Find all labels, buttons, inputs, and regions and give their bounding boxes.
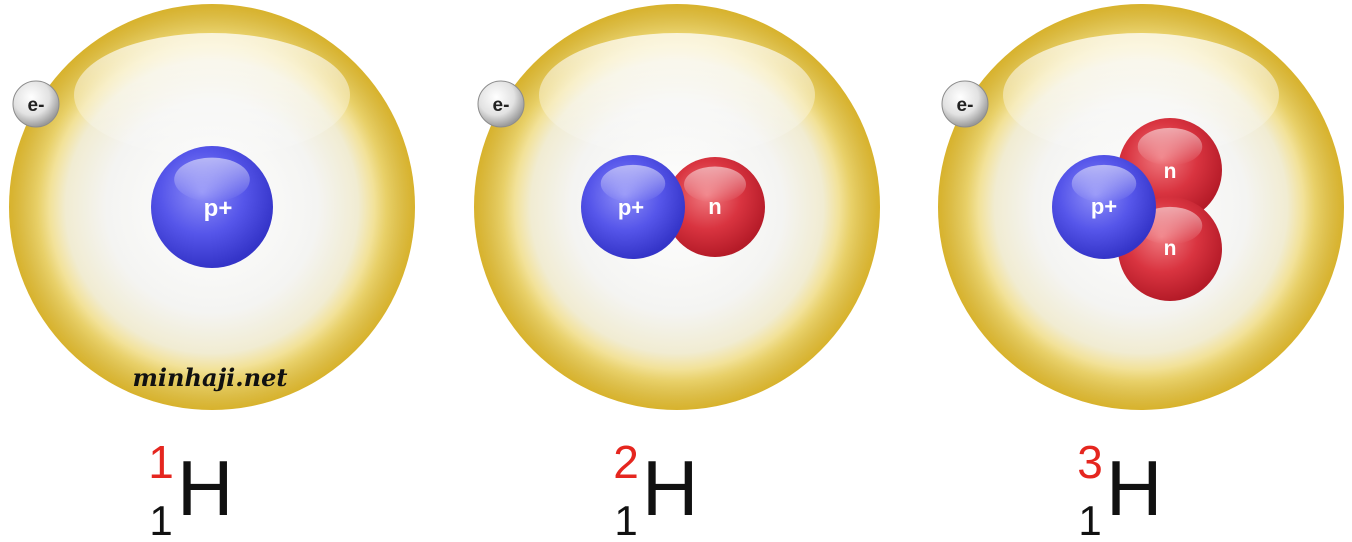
neutron-label: n [1164, 160, 1177, 183]
proton-shine [1071, 164, 1137, 203]
atomic-number: 1 [1078, 497, 1101, 542]
atomic-number: 1 [149, 497, 172, 542]
proton-shine [600, 164, 666, 203]
element-symbol: H [177, 444, 233, 532]
neutron-label: n [708, 194, 721, 219]
proton-label: p+ [1091, 194, 1117, 219]
mass-number: 1 [148, 436, 174, 488]
proton-shine [174, 157, 250, 202]
neutron [665, 157, 765, 257]
mass-number: 3 [1077, 436, 1103, 488]
electron-label: e- [493, 95, 510, 116]
element-symbol: H [642, 444, 698, 532]
atomic-number: 1 [614, 497, 637, 542]
electron-label: e- [28, 95, 45, 116]
electron: e- [477, 80, 525, 128]
proton [581, 155, 685, 259]
proton [1052, 155, 1156, 259]
neutron-shine [684, 166, 746, 203]
neutron-label: n [1164, 237, 1177, 260]
mass-number: 2 [613, 436, 639, 488]
proton [151, 146, 273, 268]
element-symbol: H [1106, 444, 1162, 532]
neutron-top-shine [1137, 127, 1203, 166]
electron-body [941, 80, 989, 128]
proton-label: p+ [204, 195, 233, 222]
nucleus: p+ n n [1052, 118, 1222, 301]
electron: e- [941, 80, 989, 128]
electron-shell-highlight [1003, 33, 1279, 157]
electron-label: e- [957, 95, 974, 116]
watermark-text: minhaji.net [133, 363, 288, 392]
nucleus: p+ n [581, 155, 765, 259]
electron-body [477, 80, 525, 128]
electron-shell-highlight [539, 33, 815, 157]
proton-label: p+ [618, 195, 644, 220]
electron-body [12, 80, 60, 128]
nucleus: p+ [151, 146, 273, 268]
electron: e- [12, 80, 60, 128]
electron-shell-highlight [74, 33, 350, 157]
